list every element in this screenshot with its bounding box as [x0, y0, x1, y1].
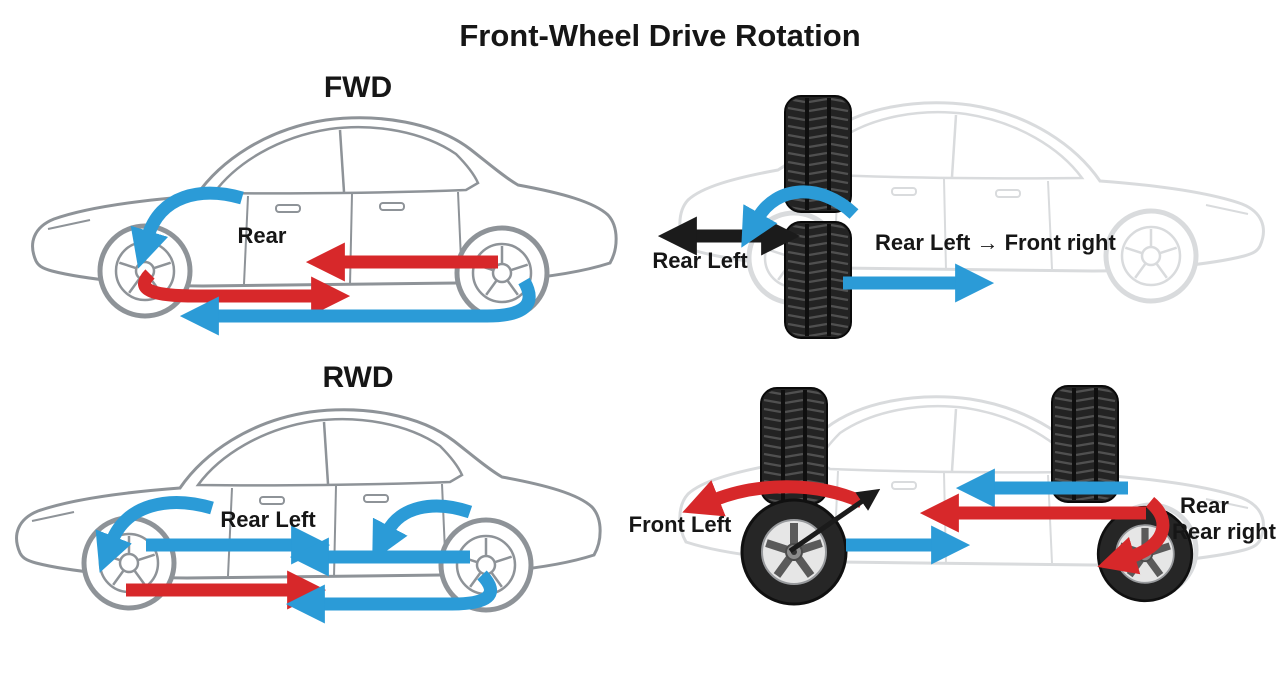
fwd-front-to-rear-arrow-red	[138, 269, 351, 316]
fwd-section-label: FWD	[324, 71, 392, 104]
fwd-detail-rotation-arc-blue	[741, 185, 859, 248]
fwd-detail-axle-label: Rear Left	[652, 248, 748, 273]
rwd-rear-left-annotation: Rear Left	[220, 507, 316, 532]
rwd-detail-pointer-arrow-black	[788, 488, 881, 554]
rwd-cross-arrow-blue	[285, 570, 497, 624]
rwd-rear-wheel-arc-blue	[372, 499, 473, 562]
rwd-detail-front-alloy-wheel	[742, 500, 846, 604]
rwd-section-label: RWD	[322, 361, 393, 394]
rwd-detail-rear-hook-red	[1097, 497, 1170, 575]
rwd-detail-rear-label: Rear	[1180, 493, 1229, 518]
rwd-detail-front-label: Front Left	[629, 512, 732, 537]
fwd-detail-rotation-label: Rear Left → Front right	[875, 230, 1116, 255]
rwd-detail-rear-sublabel: Rear right	[1172, 519, 1277, 544]
rwd-detail-front-arc-red	[682, 480, 865, 517]
fwd-front-wheel-rotation-arrow-blue	[130, 186, 244, 269]
rwd-front-wheel-arc-blue	[95, 496, 214, 573]
fwd-ghost-front-wheel	[1106, 211, 1196, 301]
fwd-detail-lower-tire	[785, 222, 851, 338]
fwd-rear-annotation: Rear	[238, 223, 287, 248]
diagram-title: Front-Wheel Drive Rotation	[459, 18, 860, 53]
fwd-cross-arrow-blue	[179, 277, 536, 336]
